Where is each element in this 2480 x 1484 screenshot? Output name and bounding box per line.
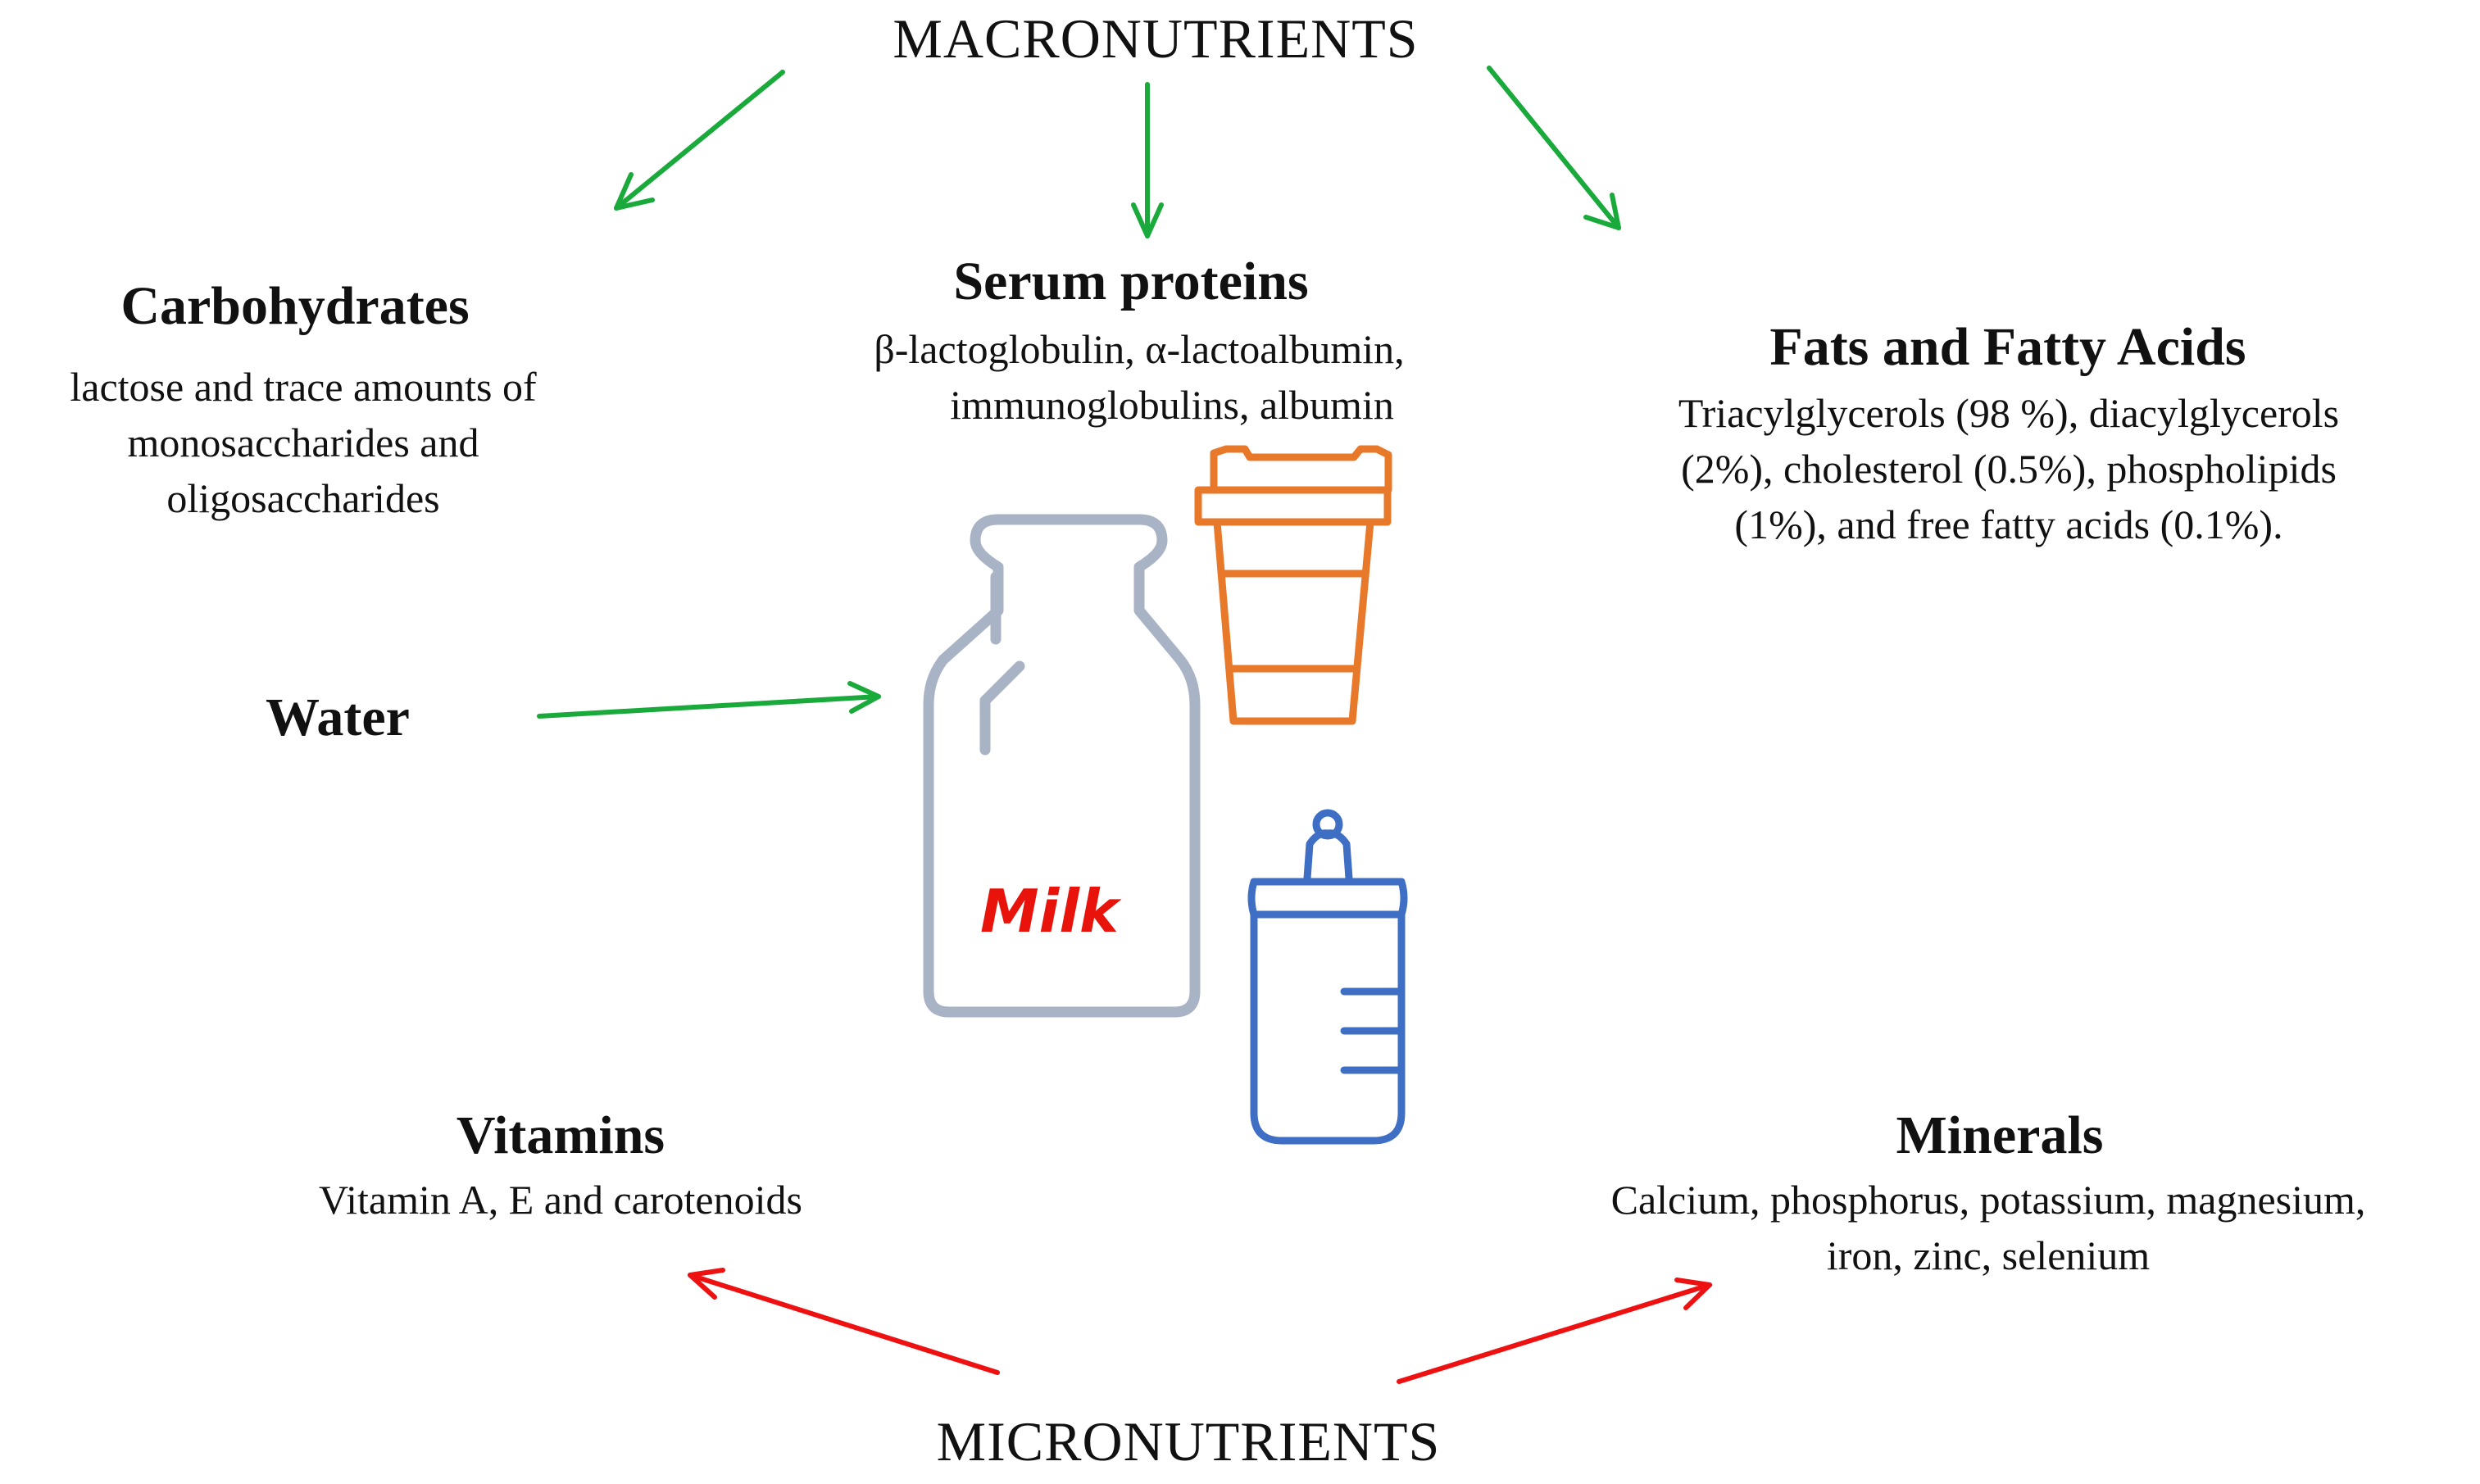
carbohydrates-line: monosaccharides and bbox=[127, 420, 479, 465]
vitamins-line: Vitamin A, E and carotenoids bbox=[319, 1177, 802, 1223]
arrow-to-carbohydrates bbox=[614, 70, 785, 211]
fats-line: Triacylglycerols (98 %), diacylglycerols bbox=[1678, 390, 2340, 436]
carbohydrates-description: lactose and trace amounts of monosacchar… bbox=[0, 359, 606, 526]
coffee-cup-icon bbox=[1194, 445, 1392, 725]
vitamins-description: Vitamin A, E and carotenoids bbox=[233, 1172, 888, 1228]
serum-proteins-description: β-lactoglobulin, α-lactoalbumin, immunog… bbox=[754, 321, 1524, 433]
minerals-description: Calcium, phosphorus, potassium, magnesiu… bbox=[1505, 1172, 2472, 1283]
fats-title: Fats and Fatty Acids bbox=[1769, 317, 2246, 377]
micronutrients-title: MICRONUTRIENTS bbox=[936, 1410, 1441, 1473]
fats-description: Triacylglycerols (98 %), diacylglycerols… bbox=[1587, 385, 2431, 552]
minerals-line: Calcium, phosphorus, potassium, magnesiu… bbox=[1610, 1177, 2366, 1223]
serum-proteins-title: Serum proteins bbox=[953, 252, 1309, 311]
milk-label: Milk bbox=[980, 877, 1119, 946]
macronutrients-title: MACRONUTRIENTS bbox=[893, 7, 1419, 70]
water-title: Water bbox=[266, 688, 410, 747]
serum-proteins-line: β-lactoglobulin, α-lactoalbumin, bbox=[874, 326, 1405, 372]
baby-bottle-icon bbox=[1247, 809, 1408, 1145]
minerals-title: Minerals bbox=[1896, 1105, 2104, 1165]
carbohydrates-line: oligosaccharides bbox=[166, 475, 440, 521]
vitamins-title: Vitamins bbox=[456, 1105, 665, 1165]
arrow-to-vitamins bbox=[688, 1268, 1000, 1375]
arrow-to-serum-proteins bbox=[1131, 82, 1164, 238]
micro-arrows bbox=[688, 1268, 1712, 1384]
arrow-water-to-milk bbox=[537, 681, 881, 719]
arrow-to-fats bbox=[1487, 66, 1621, 230]
minerals-line: iron, zinc, selenium bbox=[1826, 1232, 2151, 1278]
arrow-to-minerals bbox=[1397, 1278, 1712, 1384]
carbohydrates-title: Carbohydrates bbox=[120, 276, 470, 336]
carbohydrates-line: lactose and trace amounts of bbox=[70, 364, 537, 410]
serum-proteins-line: immunoglobulins, albumin bbox=[950, 382, 1394, 428]
fats-line: (2%), cholesterol (0.5%), phospholipids bbox=[1681, 446, 2337, 492]
milk-bottle-icon bbox=[923, 514, 1201, 1018]
fats-line: (1%), and free fatty acids (0.1%). bbox=[1734, 501, 2283, 547]
macro-arrows bbox=[537, 66, 1621, 719]
